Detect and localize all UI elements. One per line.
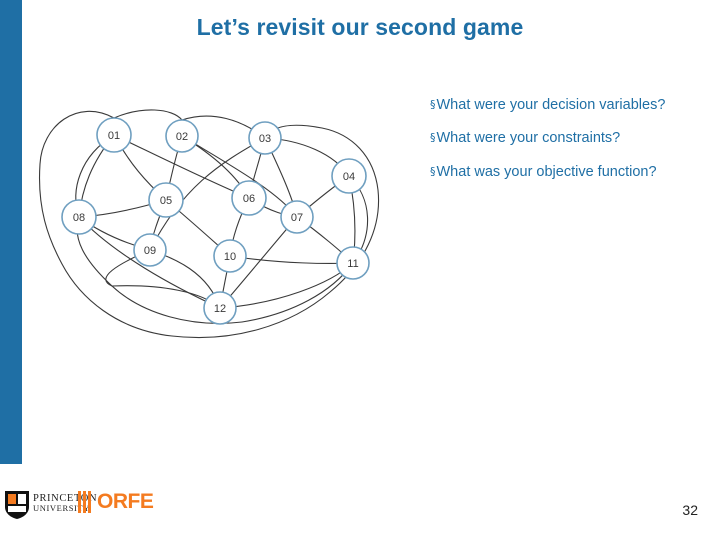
bullet-marker-icon: §: [430, 131, 436, 145]
network-graph-svg: 01 02 03 04 05: [38, 109, 380, 339]
bullet-item-3: §What was your objective function?: [430, 163, 692, 182]
princeton-shield-icon: [5, 491, 29, 519]
node-label: 06: [243, 193, 255, 205]
graph-nodes: 01 02 03 04 05: [61, 117, 370, 325]
page-number: 32: [682, 502, 698, 518]
node-label: 10: [224, 251, 236, 263]
graph-node: 09: [133, 233, 167, 267]
princeton-line-2: UNIVERSITY: [33, 503, 90, 514]
princeton-wordmark: PRINCETON UNIVERSITY: [33, 493, 97, 514]
bullet-item-2: §What were your constraints?: [430, 129, 692, 148]
node-label: 01: [108, 130, 120, 142]
orfe-logo: ORFE: [78, 486, 160, 520]
node-label: 05: [160, 195, 172, 207]
node-label: 07: [291, 212, 303, 224]
bullet-item-1: §What were your decision variables?: [430, 96, 692, 115]
graph-node: 05: [148, 182, 184, 218]
node-label: 04: [343, 171, 355, 183]
footer-logos: PRINCETON UNIVERSITY ORFE: [0, 474, 320, 540]
node-label: 03: [259, 133, 271, 145]
network-graph-image: 01 02 03 04 05: [22, 78, 422, 358]
bullet-marker-icon: §: [430, 98, 436, 111]
node-label: 02: [176, 131, 188, 143]
graph-node: 11: [336, 246, 370, 280]
node-label: 08: [73, 212, 85, 224]
bullet-list: §What were your decision variables? §Wha…: [430, 96, 692, 196]
left-accent-band: [0, 0, 22, 464]
orfe-label: ORFE: [97, 490, 154, 513]
graph-node: 06: [231, 180, 267, 216]
graph-node: 08: [61, 199, 97, 235]
graph-node: 02: [165, 119, 199, 153]
princeton-line-1: PRINCETON: [33, 493, 98, 504]
graph-node: 04: [331, 158, 367, 194]
bullet-text: What were your decision variables?: [436, 97, 666, 113]
bullet-text: What were your constraints?: [436, 130, 621, 147]
bullet-text: What was your objective function?: [436, 163, 657, 180]
node-label: 09: [144, 245, 156, 257]
graph-node: 03: [248, 121, 282, 155]
graph-node: 01: [96, 117, 132, 153]
node-label: 12: [214, 303, 226, 315]
orfe-bars-icon: [78, 491, 94, 513]
bullet-marker-icon: §: [430, 164, 436, 178]
page-title: Let’s revisit our second game: [196, 14, 524, 40]
graph-node: 07: [280, 200, 314, 234]
graph-node: 12: [203, 291, 237, 325]
node-label: 11: [347, 258, 358, 270]
graph-node: 10: [213, 239, 247, 273]
